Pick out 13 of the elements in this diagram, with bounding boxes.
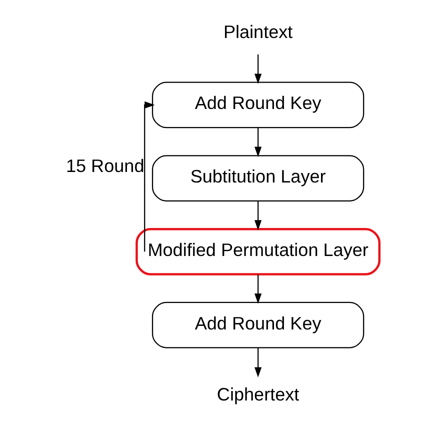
- node-text: Plaintext: [223, 22, 293, 42]
- node-text: Ciphertext: [216, 384, 300, 404]
- node-box: Add Round Key: [152, 301, 364, 348]
- arrow: [254, 127, 262, 156]
- edge-label: 15 Round: [66, 156, 144, 176]
- arrow: [254, 347, 262, 377]
- arrow: [254, 200, 262, 230]
- node-box: Subtitution Layer: [152, 154, 364, 201]
- arrow: [144, 100, 155, 252]
- node-box: Add Round Key: [152, 81, 364, 128]
- arrow: [254, 54, 262, 84]
- node-box: Modified Permutation Layer: [136, 227, 381, 275]
- arrow: [254, 274, 262, 304]
